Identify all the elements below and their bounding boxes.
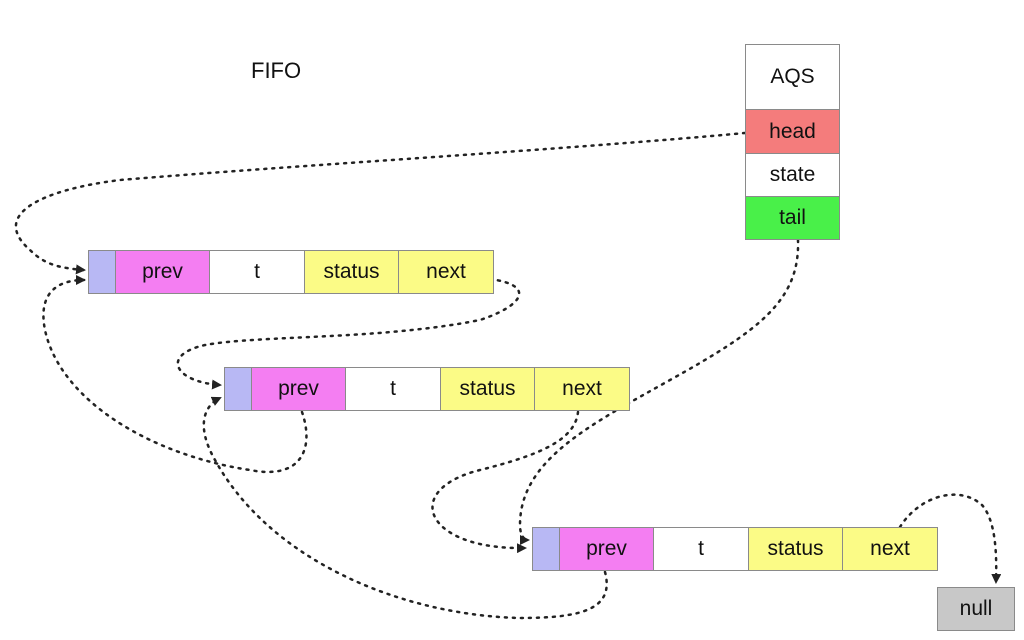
node-prev-field: prev xyxy=(558,527,655,571)
node-thread-field: t xyxy=(209,250,305,294)
node-thread-field: t xyxy=(345,367,441,411)
node-thread-field: t xyxy=(653,527,749,571)
node-next-field: next xyxy=(398,250,494,294)
node-next-field: next xyxy=(534,367,630,411)
node-prev-field: prev xyxy=(250,367,347,411)
node-lock-cell xyxy=(224,367,252,411)
arrow-node2-next-to-node3 xyxy=(431,410,580,554)
queue-node-1: prev t status next xyxy=(88,250,494,294)
aqs-structure: AQS head state tail xyxy=(745,44,840,240)
arrow-node2-prev-to-node1 xyxy=(42,275,308,474)
node-lock-cell xyxy=(532,527,560,571)
aqs-tail-field: tail xyxy=(745,195,840,240)
arrow-node1-next-to-node2 xyxy=(176,277,521,390)
node-next-field: next xyxy=(842,527,938,571)
arrow-node3-next-to-null xyxy=(898,493,1002,584)
aqs-name-cell: AQS xyxy=(745,44,840,110)
node-prev-field: prev xyxy=(114,250,211,294)
arrow-head-to-node1 xyxy=(14,131,747,275)
queue-node-3: prev t status next xyxy=(532,527,938,571)
node-lock-cell xyxy=(88,250,116,294)
queue-node-2: prev t status next xyxy=(224,367,630,411)
node-status-field: status xyxy=(439,367,536,411)
arrow-tail-to-node3 xyxy=(518,238,800,545)
aqs-head-field: head xyxy=(745,108,840,155)
node-status-field: status xyxy=(303,250,400,294)
aqs-state-field: state xyxy=(745,153,840,197)
diagram-title: FIFO xyxy=(251,58,302,83)
node-status-field: status xyxy=(747,527,844,571)
null-terminal: null xyxy=(937,587,1015,631)
arrow-node3-prev-to-node2 xyxy=(202,396,608,620)
